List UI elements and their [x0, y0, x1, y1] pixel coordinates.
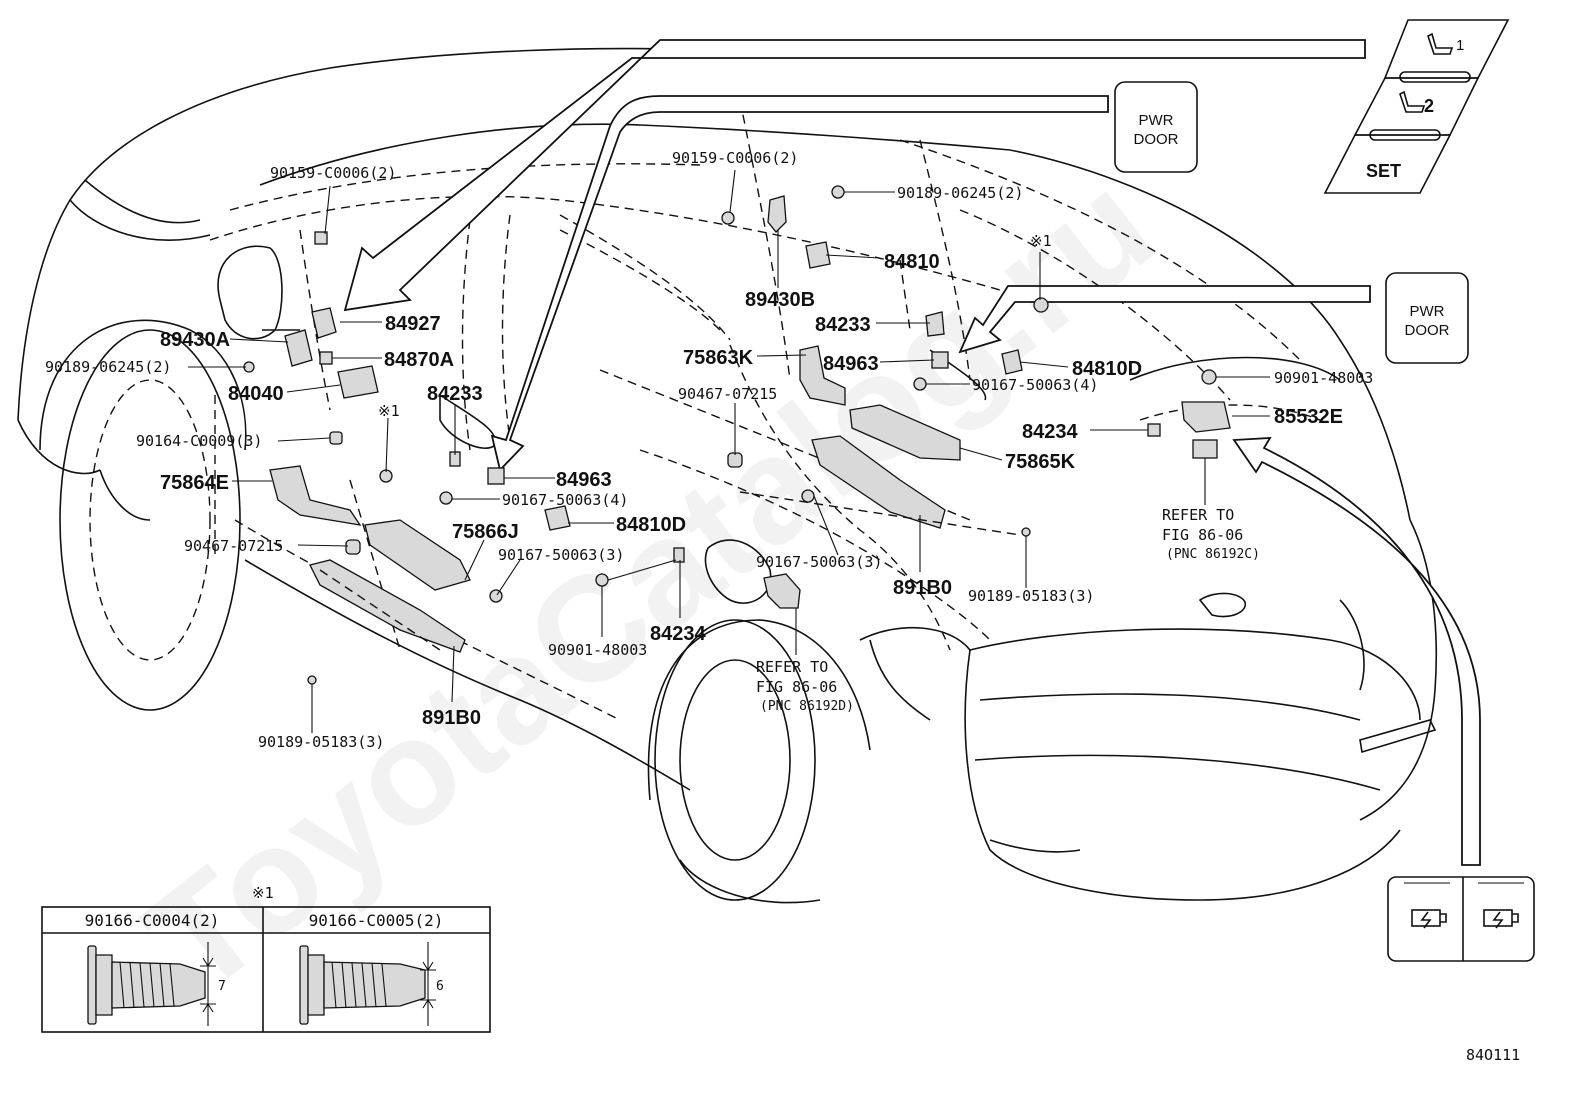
part-labels: 90159-C0006(2) 89430A 84927 90189-06245(…: [45, 149, 1373, 751]
leader-lines: [188, 169, 1270, 733]
label-85532e: 85532E: [1274, 406, 1343, 428]
svg-text:PWR: PWR: [1139, 112, 1174, 129]
refer-note-left: REFER TO FIG 86-06 (PNC 86192D): [756, 658, 854, 714]
label-75865k: 75865K: [1005, 451, 1076, 473]
arrow-band-lower-right: [1232, 437, 1481, 866]
battery-charge-icon: [1483, 909, 1519, 929]
label-90901-48003-left: 90901-48003: [548, 641, 647, 659]
label-ref1-left: ※1: [378, 402, 400, 420]
svg-text:(PNC 86192C): (PNC 86192C): [1166, 547, 1260, 562]
battery-charge-icon: [1411, 909, 1447, 929]
label-90164-c0009: 90164-C0009(3): [136, 432, 262, 450]
label-90167-50063-3-mid: 90167-50063(3): [756, 553, 882, 571]
refer-note-right: REFER TO FIG 86-06 (PNC 86192C): [1162, 506, 1260, 562]
label-84810d-left: 84810D: [616, 514, 686, 536]
label-84927: 84927: [385, 313, 441, 335]
label-89430a: 89430A: [160, 329, 230, 351]
label-84234-left: 84234: [650, 623, 706, 645]
svg-text:2: 2: [1424, 96, 1434, 116]
label-84233-mid: 84233: [815, 314, 871, 336]
detail-marker: ※1: [252, 884, 274, 902]
label-89430b: 89430B: [745, 289, 815, 311]
label-90467-07215-left: 90467-07215: [184, 537, 283, 555]
label-90467-07215-mid: 90467-07215: [678, 385, 777, 403]
svg-text:FIG 86-06: FIG 86-06: [756, 678, 837, 696]
label-90167-50063-3-left: 90167-50063(3): [498, 546, 624, 564]
label-90189-06245-mid: 90189-06245(2): [897, 184, 1023, 202]
label-891b0-left: 891B0: [422, 707, 481, 729]
svg-text:SET: SET: [1366, 161, 1401, 181]
svg-text:PWR: PWR: [1410, 303, 1445, 320]
svg-text:90166-C0005(2): 90166-C0005(2): [309, 911, 444, 930]
figure-id: 84O111: [1466, 1046, 1520, 1064]
label-84040: 84040: [228, 383, 284, 405]
seat-icon: [1399, 90, 1426, 113]
arrow-band-right: [958, 285, 1371, 354]
label-90189-06245-left: 90189-06245(2): [45, 358, 171, 376]
pwr-door-button-2: PWR DOOR: [1385, 272, 1469, 364]
svg-text:6: 6: [436, 979, 444, 994]
vehicle-outline: [17, 47, 1438, 904]
seat-icon: [1427, 32, 1454, 55]
label-90159-c0006-mid: 90159-C0006(2): [672, 149, 798, 167]
label-84963-mid: 84963: [823, 353, 879, 375]
label-75864e: 75864E: [160, 472, 229, 494]
svg-text:DOOR: DOOR: [1134, 131, 1179, 148]
label-90159-c0006-left: 90159-C0006(2): [270, 164, 396, 182]
bolt-icon: 7: [87, 942, 226, 1026]
label-891b0-mid: 891B0: [893, 577, 952, 599]
part-glyphs: [243, 185, 1231, 685]
label-90901-48003-right: 90901-48003: [1274, 369, 1373, 387]
label-84810d-mid: 84810D: [1072, 358, 1142, 380]
label-75863k: 75863K: [683, 347, 754, 369]
label-90189-05183-right: 90189-05183(3): [968, 587, 1094, 605]
label-75866j: 75866J: [452, 521, 519, 543]
svg-text:(PNC 86192D): (PNC 86192D): [760, 699, 854, 714]
svg-text:REFER TO: REFER TO: [756, 658, 828, 676]
bolt-detail-table: ※1 90166-C0004(2) 90166-C0005(2) 7 6: [41, 884, 491, 1033]
svg-text:FIG 86-06: FIG 86-06: [1162, 526, 1243, 544]
pwr-door-button-1: PWR DOOR: [1114, 81, 1198, 173]
svg-text:90166-C0004(2): 90166-C0004(2): [85, 911, 220, 930]
label-84810: 84810: [884, 251, 940, 273]
seat-memory-switch: 1 2 SET: [1323, 19, 1510, 194]
bolt-icon: 6: [299, 942, 444, 1026]
label-84234-right: 84234: [1022, 421, 1078, 443]
label-84233-left: 84233: [427, 383, 483, 405]
svg-text:DOOR: DOOR: [1405, 322, 1450, 339]
svg-text:1: 1: [1456, 37, 1464, 54]
label-90167-50063-4-mid: 90167-50063(4): [972, 376, 1098, 394]
label-84963-left: 84963: [556, 469, 612, 491]
svg-text:REFER TO: REFER TO: [1162, 506, 1234, 524]
label-84870a: 84870A: [384, 349, 454, 371]
label-ref1-mid: ※1: [1030, 232, 1052, 250]
label-90189-05183-left: 90189-05183(3): [258, 733, 384, 751]
svg-text:7: 7: [218, 979, 226, 994]
arrow-band-upper: [343, 39, 1366, 312]
arrow-band-middle: [490, 95, 1109, 472]
label-90167-50063-4-left: 90167-50063(4): [502, 491, 628, 509]
charge-switch: [1387, 876, 1535, 962]
watermark: ToyotaCatalog.ru: [116, 140, 1183, 1025]
